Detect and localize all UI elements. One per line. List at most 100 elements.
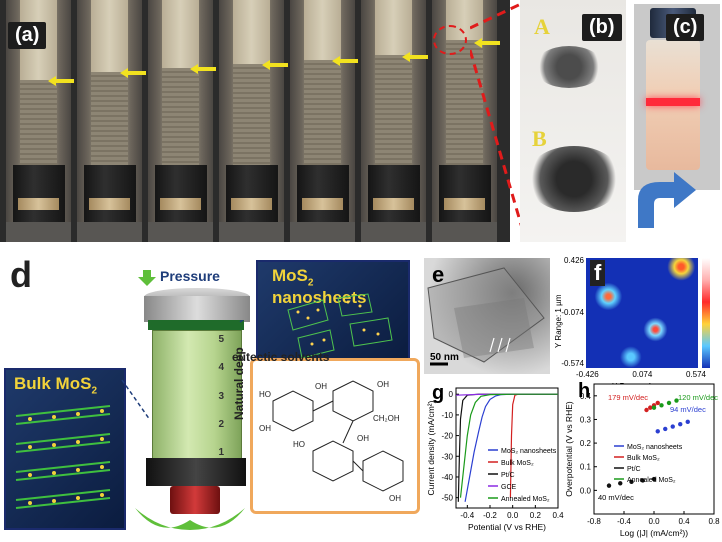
nanosheet-lattice-graphic: [287, 293, 393, 359]
panel-label-a: (a): [8, 22, 47, 49]
y-axis-label: Overpotential (V vs RHE): [566, 401, 574, 497]
y-tick-label: 0: [449, 390, 454, 399]
photo-panel-b: A B (b): [520, 0, 626, 242]
syringe-barrel: [152, 330, 242, 462]
syringe-photo: [219, 0, 284, 242]
svg-text:HO: HO: [259, 390, 271, 399]
x-tick-label: 0.8: [708, 517, 720, 526]
syringe-photo: [361, 0, 426, 242]
data-point: [651, 405, 657, 410]
nanosheets-title: MoS2 nanosheets: [272, 266, 367, 308]
svg-text:OH: OH: [357, 434, 369, 443]
svg-text:OH: OH: [377, 380, 389, 389]
data-point: [618, 481, 623, 486]
y-axis-label: Current density (mA/cm²): [426, 400, 436, 495]
data-point: [659, 403, 664, 408]
panel-label-e: e: [432, 262, 445, 287]
curved-arrow-icon: [638, 172, 696, 228]
map-y-ticks: 0.426 -0.074 -0.574: [561, 256, 584, 368]
sample-label-a: A: [534, 14, 550, 39]
photo-panel-a: (a): [0, 0, 510, 242]
solvent-label-line1: eutectic solvents: [232, 350, 330, 364]
panel-label-b: (b): [582, 14, 622, 41]
y-tick-label: -50: [441, 494, 453, 503]
legend-entry: Pt/C: [627, 466, 641, 473]
x-tick-label: 0.4: [552, 511, 564, 520]
data-point: [644, 407, 649, 413]
powder-sample-a: [534, 46, 604, 88]
arrow-left-icon: [120, 68, 146, 78]
highlight-circle: [433, 25, 467, 55]
x-tick-label: -0.2: [483, 511, 497, 520]
svg-text:HO: HO: [293, 440, 305, 449]
tem-image-e: 50 nm e: [424, 258, 550, 374]
data-point: [674, 398, 679, 403]
legend-entry: MoS₂ nanosheets: [501, 448, 557, 455]
panel-label-f: f: [590, 260, 606, 286]
x-tick-label: 0.0: [648, 517, 660, 526]
map-y-label: Y Range: 1 µm: [554, 294, 563, 348]
legend-entry: Annealed MoS₂: [501, 496, 550, 503]
y-tick-label: 0.3: [580, 415, 592, 424]
solvent-label-line2: Natural deep: [232, 347, 246, 420]
legend-entry: Bulk MoS₂: [627, 455, 660, 462]
data-point: [606, 483, 612, 488]
svg-text:CH₂OH: CH₂OH: [373, 414, 400, 423]
legend-entry: Annealed MoS₂: [627, 477, 676, 484]
data-point: [651, 476, 657, 482]
plunger-head: [144, 296, 250, 322]
x-tick-label: 0.4: [678, 517, 690, 526]
plunger-seal: [148, 320, 244, 330]
bulk-box: Bulk MoS2: [4, 368, 126, 530]
data-point: [685, 419, 690, 425]
data-point: [666, 400, 672, 406]
syringe-scale: 5 4 3 2 1: [218, 334, 224, 458]
arrow-left-icon: [48, 76, 74, 86]
svg-text:OH: OH: [259, 424, 271, 433]
x-tick-label: -0.4: [617, 517, 631, 526]
data-point: [655, 400, 660, 406]
arrow-left-icon: [332, 56, 358, 66]
data-point: [655, 429, 660, 434]
pressure-label: Pressure: [160, 268, 220, 284]
y-tick-label: 0.2: [580, 439, 592, 448]
bulk-title: Bulk MoS2: [14, 374, 98, 397]
tem-sheet-graphic: [427, 267, 545, 366]
slope-annotation: 40 mV/dec: [598, 493, 634, 502]
data-point: [678, 421, 683, 427]
x-tick-label: -0.4: [460, 511, 474, 520]
arrow-left-icon: [474, 38, 500, 48]
x-axis-label: Log (|J| (mA/cm²)): [620, 528, 688, 538]
data-point: [648, 405, 653, 410]
panel-label-d: d: [10, 254, 32, 295]
legend-entry: Pt/C: [501, 472, 515, 479]
x-tick-label: -0.8: [587, 517, 601, 526]
schematic-panel-d: d MoS2 nanosheets Bulk MoS2 Pressure 5: [0, 250, 420, 542]
pressure-arrow-icon: [138, 270, 156, 286]
y-tick-label: -40: [441, 473, 453, 482]
data-point: [670, 424, 675, 429]
x-tick-label: 0.0: [507, 511, 519, 520]
y-tick-label: 0.4: [580, 392, 592, 401]
syringe-base: [146, 458, 246, 486]
x-axis-label: Potential (V vs RHE): [468, 522, 546, 532]
panel-label-h: h: [578, 380, 591, 402]
syringe-photo: [148, 0, 213, 242]
bulk-lattice-graphic: [15, 405, 111, 509]
photo-panel-c: (c): [630, 0, 722, 242]
dashed-leaders: [121, 320, 244, 421]
y-tick-label: -10: [441, 411, 453, 420]
scale-bar-label: 50 nm: [430, 352, 459, 363]
syringe-photo: [290, 0, 355, 242]
dashed-connector: [470, 0, 527, 239]
slope-annotation: 120 mV/dec: [678, 393, 718, 402]
arrow-left-icon: [402, 52, 428, 62]
arrow-left-icon: [262, 60, 288, 70]
arrow-left-icon: [190, 64, 216, 74]
y-tick-label: 0.1: [580, 463, 592, 472]
map-x-ticks: -0.426 0.074 0.574: [576, 370, 706, 379]
